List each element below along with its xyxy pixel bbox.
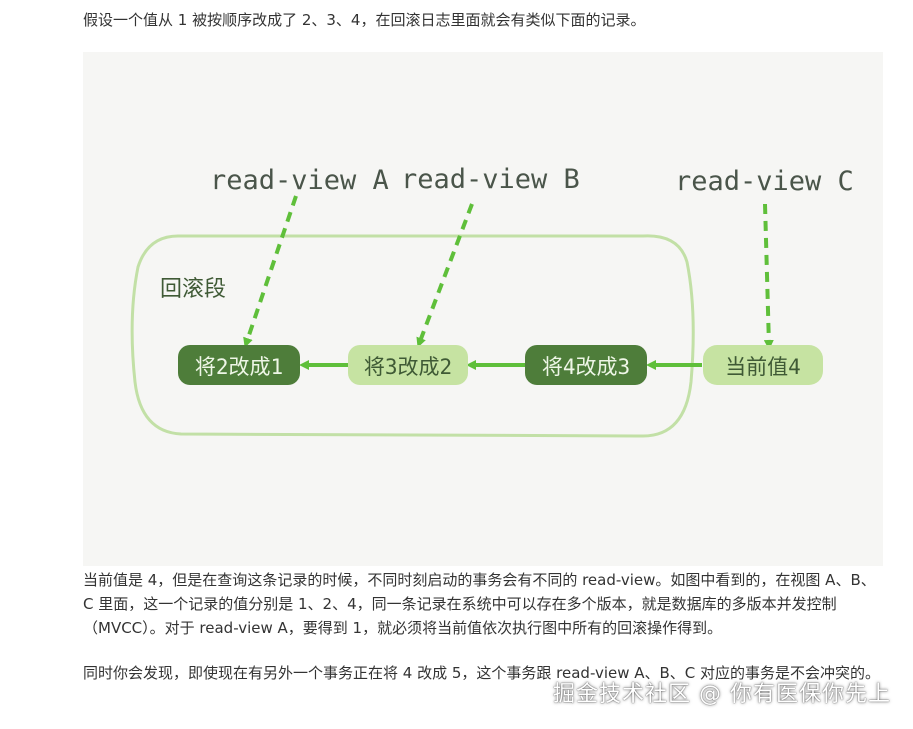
read-view-b-label: read-view B [401, 164, 580, 195]
intro-paragraph: 假设一个值从 1 被按顺序改成了 2、3、4，在回滚日志里面就会有类似下面的记录… [83, 11, 646, 29]
rollback-segment-outline [130, 234, 695, 438]
juejin-watermark: 掘金技术社区 @ 你有医保你先上 [553, 682, 891, 707]
read-view-a-label: read-view A [210, 165, 389, 196]
current-value-label: 当前值4 [725, 355, 801, 379]
conflict-paragraph: 同时你会发现，即使现在有另外一个事务正在将 4 改成 5，这个事务跟 read-… [83, 664, 881, 682]
read-view-b-arrow [416, 203, 474, 348]
explanation-paragraph: 当前值是 4，但是在查询这条记录的时候，不同时刻启动的事务会有不同的 read-… [83, 571, 876, 637]
read-view-c-arrow [763, 203, 774, 350]
undo-node-2-to-1 [178, 345, 300, 385]
undo-node-4-to-3 [525, 345, 647, 385]
undo-node-2-to-1-label: 将2改成1 [195, 355, 283, 379]
diagram-svg: 回滚段 read-view A read-view B read-view C … [130, 164, 854, 438]
undo-log-diagram: 回滚段 read-view A read-view B read-view C … [83, 52, 883, 566]
current-value-node [703, 345, 823, 385]
undo-node-3-to-2-label: 将3改成2 [364, 355, 452, 379]
rollback-segment-label: 回滚段 [160, 277, 226, 302]
read-view-a-arrow [243, 195, 298, 348]
undo-node-4-to-3-label: 将4改成3 [542, 355, 630, 379]
undo-node-3-to-2 [348, 345, 468, 385]
read-view-c-label: read-view C [675, 166, 854, 197]
